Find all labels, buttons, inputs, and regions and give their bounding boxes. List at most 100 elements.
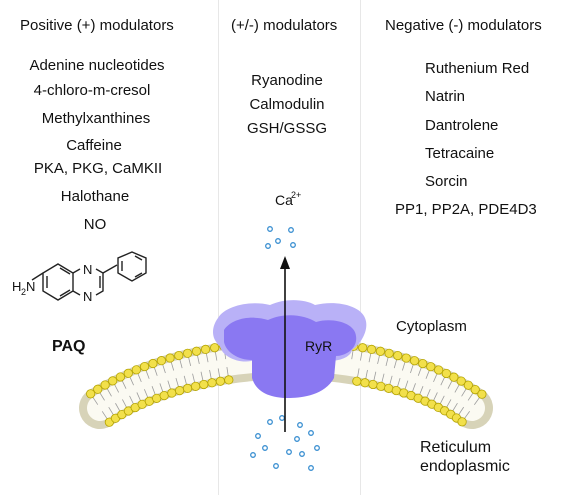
lipid-head (93, 384, 103, 394)
negative-modulator-item: PP1, PP2A, PDE4D3 (395, 201, 537, 218)
lipid-head (368, 379, 378, 390)
lipid-head (131, 365, 141, 375)
lipid-head (183, 348, 193, 358)
lipid-head (384, 383, 394, 393)
pyrazine-nitrogen-bottom: N (83, 289, 92, 304)
reticulum-label-line2: endoplasmic (420, 458, 510, 475)
mixed-modulator-item: Ryanodine (251, 72, 323, 89)
calcium-ion (255, 433, 261, 439)
negative-modulator-item: Sorcin (425, 173, 468, 190)
mixed-modulator-item: GSH/GSSG (246, 120, 328, 137)
lipid-head (360, 378, 370, 388)
positive-modulator-item: NO (83, 216, 107, 233)
calcium-ion (262, 445, 268, 451)
positive-modulator-item: PKA, PKG, CaMKII (33, 160, 163, 177)
mixed-modulators-title: (+/-) modulators (231, 17, 338, 34)
lipid-head (174, 350, 184, 361)
calcium-ion (273, 463, 279, 469)
lipid-head (384, 348, 394, 358)
lipid-head (376, 381, 386, 391)
lipid-head (401, 353, 411, 363)
lipid-head (463, 380, 473, 390)
column-divider-left (218, 0, 219, 495)
lipid-head (175, 386, 185, 396)
pyrazine-nitrogen-top: N (83, 262, 92, 277)
lipid-head (441, 368, 451, 379)
calcium-ion (250, 452, 256, 458)
lipid-head (86, 389, 96, 399)
calcium-ion (297, 422, 303, 428)
negative-modulator-item: Natrin (425, 88, 466, 105)
lipid-head (449, 372, 459, 382)
positive-modulator-item: Halothane (60, 188, 130, 205)
calcium-ions (250, 226, 320, 471)
calcium-ion (267, 226, 273, 232)
amine-group-n: N (26, 279, 35, 294)
lipid-head (165, 353, 175, 363)
lipid-head (139, 361, 150, 372)
calcium-ion (265, 243, 271, 249)
lipid-head (358, 343, 368, 353)
negative-modulator-item: Ruthenium Red (425, 60, 530, 77)
column-divider-right (360, 0, 361, 495)
lipid-head (191, 381, 201, 391)
calcium-ion (267, 419, 273, 425)
paq-structure (31, 251, 147, 301)
calcium-ion (275, 238, 281, 244)
calcium-ion (288, 227, 294, 233)
lipid-head (199, 379, 209, 390)
calcium-label: Ca (275, 192, 293, 208)
calcium-ion (286, 449, 292, 455)
lipid-head (200, 344, 211, 354)
cytoplasm-label: Cytoplasm (396, 318, 467, 335)
lipid-head (366, 344, 377, 355)
positive-modulator-item: Caffeine (66, 137, 122, 154)
calcium-ion (290, 242, 296, 248)
amine-group-h: H (12, 279, 21, 294)
lipid-head (115, 372, 125, 382)
lipid-head (393, 350, 403, 361)
lipid-head (108, 376, 118, 386)
lipid-head (352, 376, 362, 386)
amine-group-subscript: 2 (21, 287, 26, 297)
calcium-ion (308, 430, 314, 436)
lipid-head (470, 384, 480, 395)
lipid-head (182, 383, 193, 393)
lipid-head (191, 346, 202, 356)
calcium-ion (308, 465, 314, 471)
calcium-charge: 2+ (291, 190, 301, 200)
positive-modulator-item: Adenine nucleotides (29, 57, 165, 74)
calcium-ion (294, 436, 300, 442)
lipid-head (434, 365, 444, 375)
lipid-head (457, 417, 467, 427)
calcium-ion (279, 415, 285, 421)
ryr-channel (213, 300, 367, 398)
lipid-head (456, 376, 466, 386)
calcium-ion (314, 445, 320, 451)
lipid-head (375, 346, 386, 356)
negative-modulators-title: Negative (-) modulators (385, 17, 542, 34)
lipid-head (100, 380, 110, 390)
positive-modulator-item: Methylxanthines (41, 110, 151, 127)
negative-modulator-item: Tetracaine (425, 145, 495, 162)
ion-flux-arrow (280, 256, 290, 432)
negative-modulator-item: Dantrolene (425, 117, 499, 134)
lipid-head (418, 358, 428, 369)
lipid-head (207, 378, 217, 388)
lipid-head (156, 356, 167, 366)
lipid-head (409, 356, 420, 366)
mixed-modulator-item: Calmodulin (249, 96, 325, 113)
lipid-head (210, 343, 220, 353)
positive-modulators-title: Positive (+) modulators (20, 17, 174, 34)
reticulum-label-line1: Reticulum (420, 439, 492, 456)
lipid-head (123, 368, 133, 378)
lipid-head (167, 388, 177, 398)
calcium-ion (299, 451, 305, 457)
positive-modulator-item: 4-chloro-m-cresol (33, 82, 151, 99)
ryr-label: RyR (305, 338, 332, 354)
lipid-head (215, 376, 225, 386)
lipid-head (477, 389, 487, 399)
lipid-head (148, 358, 158, 369)
lipid-head (426, 362, 436, 372)
